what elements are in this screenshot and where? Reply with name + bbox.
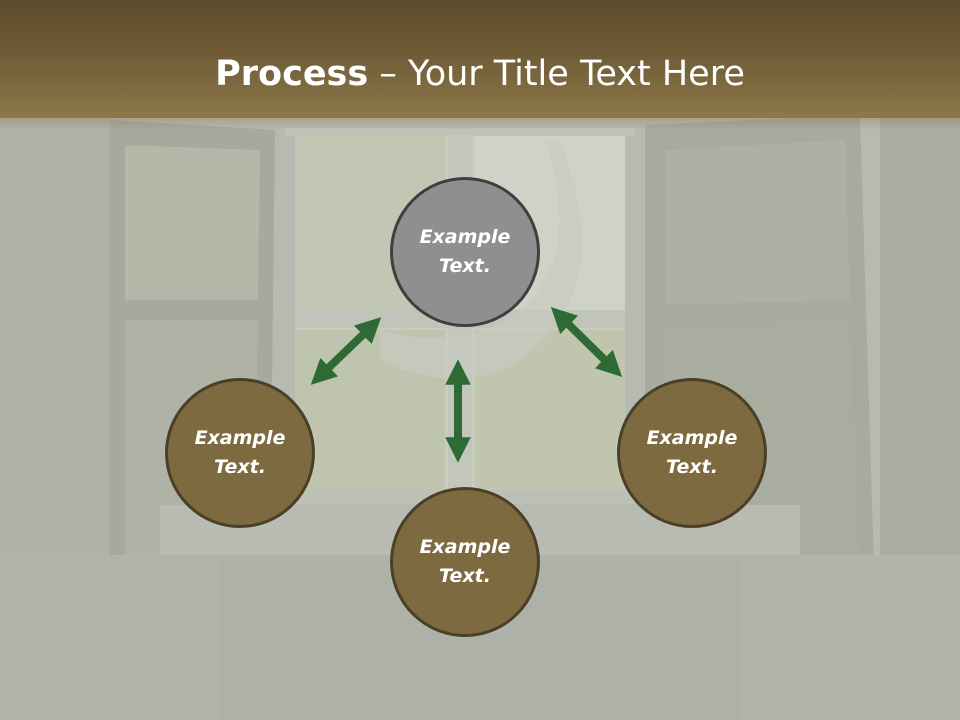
slide-title: Process – Your Title Text Here (0, 52, 960, 96)
arrow-top-right (550, 307, 623, 377)
node-left-line2: Text. (214, 456, 266, 478)
node-left: Example Text. (165, 378, 315, 528)
node-bottom: Example Text. (390, 487, 540, 637)
node-bottom-line2: Text. (439, 565, 491, 587)
node-top-line2: Text. (439, 255, 491, 277)
arrow-top-left (310, 317, 382, 385)
title-bar-fade (0, 112, 960, 130)
title-bar (0, 0, 960, 118)
node-right-line2: Text. (666, 456, 718, 478)
node-left-line1: Example (194, 427, 286, 449)
node-bottom-line1: Example (419, 536, 511, 558)
title-strong: Process (215, 54, 369, 94)
node-top-line1: Example (419, 226, 511, 248)
node-top: Example Text. (390, 177, 540, 327)
node-right: Example Text. (617, 378, 767, 528)
title-rest: – Your Title Text Here (368, 54, 745, 94)
node-right-line1: Example (646, 427, 738, 449)
